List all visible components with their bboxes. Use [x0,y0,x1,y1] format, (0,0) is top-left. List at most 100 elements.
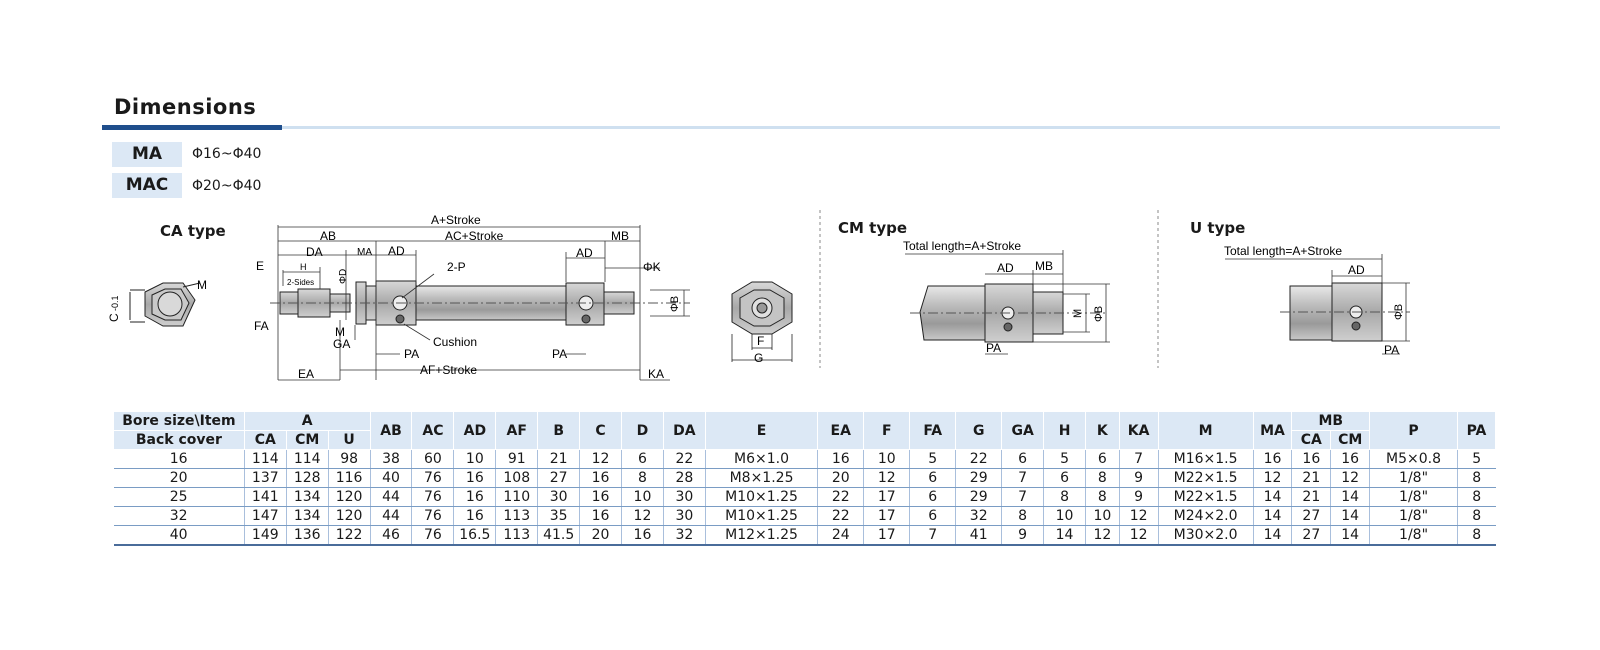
table-cell: 116 [327,468,371,488]
table-cell: 14 [1252,525,1292,546]
table-cell: 7 [1001,468,1044,488]
table-cell: 98 [327,449,371,469]
col-header-ga: GA [1001,411,1045,450]
table-cell: 9 [1001,525,1044,546]
title-underline-accent [102,125,282,130]
table-cell: 21 [537,449,580,469]
table-cell: 1/8" [1369,468,1458,488]
table-cell: 12 [579,449,622,469]
table-cell: 76 [411,506,454,526]
title-underline-rule [282,126,1500,129]
table-cell: 76 [411,468,454,488]
table-cell: 8 [1456,506,1496,526]
table-cell: 91 [495,449,538,469]
table-cell: 7 [909,525,956,546]
table-cell: 8 [621,468,664,488]
page-title: Dimensions [114,95,257,119]
table-cell: 32 [662,525,706,546]
col-header-ac: AC [411,411,455,450]
col-header-m: M [1157,411,1254,450]
table-cell: 10 [863,449,910,469]
table-cell: 114 [285,449,329,469]
table-cell: 21 [1291,468,1331,488]
table-cell: 12 [1118,525,1159,546]
table-cell: 149 [243,525,287,546]
table-cell: 10 [1085,506,1120,526]
table-cell: 8 [1456,525,1496,546]
table-cell: 32 [113,506,245,526]
table-cell: 24 [817,525,864,546]
table-cell: 17 [863,506,910,526]
table-cell: M30×2.0 [1157,525,1254,546]
table-cell: 8 [1456,468,1496,488]
col-header-k: K [1085,411,1120,450]
table-cell: 16.5 [453,525,496,546]
col-header-a-u: U [327,430,371,450]
table-cell: 134 [285,487,329,507]
u-total-length-label: Total length=A+Stroke [1224,244,1342,258]
table-cell: 12 [621,506,664,526]
table-cell: 12 [1118,506,1159,526]
ca-mb-label: MB [611,229,629,243]
ca-af-stroke-label: AF+Stroke [420,363,477,377]
col-header-da: DA [662,411,706,450]
ca-side-view [270,280,690,326]
table-cell: 141 [243,487,287,507]
dimension-drawings: M C -0.1 [107,210,1410,381]
ca-fa-label: FA [254,319,269,333]
table-cell: 108 [495,468,538,488]
table-cell: 35 [537,506,580,526]
table-cell: 16 [579,468,622,488]
table-cell: 113 [495,525,538,546]
table-cell: 22 [817,487,864,507]
table-cell: 114 [243,449,287,469]
col-header-g: G [955,411,1003,450]
table-cell: M24×2.0 [1157,506,1254,526]
cm-phib-label: ΦB [1093,306,1105,322]
back-end-view [731,281,793,362]
table-cell: 60 [411,449,454,469]
table-cell: 14 [1252,487,1292,507]
table-cell: 16 [113,449,245,469]
col-header-mb-ca: CA [1291,430,1332,450]
ca-end-m-label: M [197,278,207,292]
table-cell: 17 [863,487,910,507]
table-cell: 6 [1001,449,1044,469]
table-cell: 40 [369,468,412,488]
table-cell: 28 [662,468,706,488]
table-cell: 10 [621,487,664,507]
table-cell: 76 [411,525,454,546]
u-pa-label: PA [1384,343,1399,357]
cm-pa-label: PA [986,341,1001,355]
u-dimension-lines [1225,254,1410,355]
ca-m-label: M [335,325,345,339]
table-cell: 14 [1330,506,1370,526]
table-cell: 8 [1085,468,1120,488]
table-cell: 27 [537,468,580,488]
ca-ma-label: MA [357,247,372,258]
table-cell: 9 [1118,468,1159,488]
col-header-af: AF [495,411,539,450]
model-mac-label: MAC [112,173,182,198]
table-cell: 5 [1043,449,1086,469]
table-cell: 20 [817,468,864,488]
table-cell: 120 [327,506,371,526]
table-cell: 137 [243,468,287,488]
table-cell: 147 [243,506,287,526]
table-cell: M22×1.5 [1157,487,1254,507]
ca-ka-label: KA [648,367,664,381]
table-cell: 10 [1043,506,1086,526]
table-cell: 16 [1330,449,1370,469]
table-cell: 110 [495,487,538,507]
table-cell: M12×1.25 [704,525,818,546]
table-cell: 6 [909,468,956,488]
table-cell: 1/8" [1369,506,1458,526]
table-cell: 6 [1043,468,1086,488]
table-cell: 20 [579,525,622,546]
u-ad-label: AD [1348,263,1365,277]
table-cell: 16 [453,506,496,526]
table-cell: 41 [955,525,1002,546]
ca-ab-label: AB [320,229,336,243]
